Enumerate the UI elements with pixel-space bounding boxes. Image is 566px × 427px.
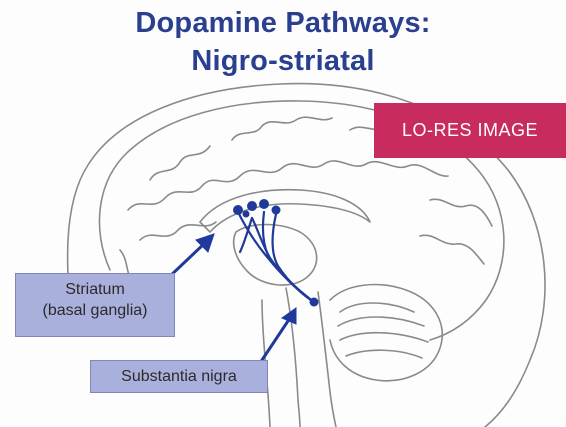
cerebellum-folia-4: [346, 350, 422, 358]
cerebellum-folia-3: [340, 333, 428, 342]
brainstem-outline: [286, 288, 300, 427]
gyri-4: [232, 117, 332, 140]
brainstem-outline-2: [318, 292, 336, 427]
gyri-3: [150, 146, 210, 180]
terminal-dot: [243, 211, 250, 218]
gyri-7: [420, 235, 484, 264]
substantia-nigra-dot: [310, 298, 319, 307]
striatum-label: Striatum (basal ganglia): [15, 273, 175, 337]
striatum-label-line-2: (basal ganglia): [16, 300, 174, 321]
striatum-label-line-1: Striatum: [16, 279, 174, 300]
pathway-fiber-1: [252, 218, 314, 302]
slide-title: Dopamine Pathways: Nigro-striatal: [0, 4, 566, 80]
terminal-dot: [247, 201, 257, 211]
substantia-nigra-label: Substantia nigra: [90, 360, 268, 393]
nigra-arrow-shaft: [262, 318, 290, 360]
title-line-2: Nigro-striatal: [0, 42, 566, 80]
lo-res-image-banner: LO-RES IMAGE: [374, 103, 566, 158]
gyri-6: [430, 199, 492, 226]
corpus-callosum: [200, 190, 370, 232]
pathway-fiber-4: [273, 214, 315, 302]
title-line-1: Dopamine Pathways:: [0, 4, 566, 42]
terminal-dot: [233, 205, 243, 215]
terminal-dot: [259, 199, 269, 209]
gyri-1: [128, 161, 448, 210]
callout-arrows: [168, 234, 296, 360]
terminal-dot: [272, 206, 281, 215]
cerebellum-folia-2: [338, 317, 424, 326]
cerebellum-folia-1: [340, 303, 414, 312]
